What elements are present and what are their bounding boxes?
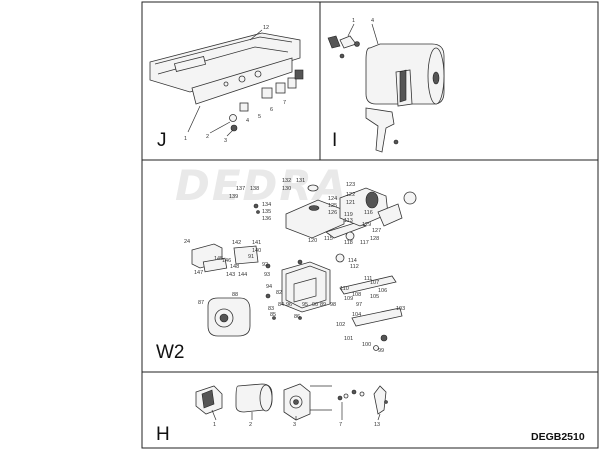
label-w2-139: 139 [229, 194, 238, 200]
label-w2-86: 86 [294, 314, 300, 320]
label-j-1: 1 [184, 136, 187, 142]
section-label-w2: W2 [156, 342, 185, 363]
label-j-3: 3 [224, 138, 227, 144]
label-w2-145: 145 [214, 256, 223, 262]
label-w2-96: 96 [286, 302, 292, 308]
label-h-7: 7 [339, 422, 342, 428]
label-w2-125: 125 [328, 203, 337, 209]
label-j-6: 6 [270, 107, 273, 113]
section-label-j: J [157, 130, 167, 151]
label-w2-88: 88 [232, 292, 238, 298]
label-w2-121: 121 [346, 200, 355, 206]
label-w2-110: 110 [340, 286, 349, 292]
label-w2-120: 120 [308, 238, 317, 244]
label-w2-105: 105 [370, 294, 379, 300]
label-w2-93: 93 [264, 272, 270, 278]
label-w2-140: 140 [252, 248, 261, 254]
label-w2-114: 114 [348, 258, 357, 264]
label-w2-142: 142 [232, 240, 241, 246]
label-w2-119: 119 [344, 212, 353, 218]
label-w2-85: 85 [270, 312, 276, 318]
fuel-tank [285, 199, 345, 239]
label-j-7: 7 [283, 100, 286, 106]
label-w2-128: 128 [370, 236, 379, 242]
label-h-3: 3 [293, 422, 296, 428]
model-number: DEGB2510 [531, 431, 585, 443]
label-w2-127: 127 [372, 228, 381, 234]
label-w2-84: 84 [278, 302, 284, 308]
label-w2-123: 123 [346, 182, 355, 188]
label-w2-131: 131 [296, 178, 305, 184]
outer-frame [141, 1, 599, 449]
panel-housing [149, 32, 301, 93]
label-w2-89: 89 [320, 302, 326, 308]
label-w2-146: 146 [222, 258, 231, 264]
label-w2-94: 94 [266, 284, 272, 290]
label-w2-91: 91 [248, 254, 254, 260]
section-j-parts [149, 29, 304, 137]
label-w2-116: 116 [364, 210, 373, 216]
label-w2-118: 118 [344, 240, 353, 246]
label-w2-148: 148 [230, 264, 239, 270]
section-i-parts [327, 23, 445, 153]
label-w2-126: 126 [328, 210, 337, 216]
label-w2-103: 103 [396, 306, 405, 312]
label-w2-132: 132 [282, 178, 291, 184]
label-j-4: 4 [246, 118, 249, 124]
label-w2-24: 24 [184, 239, 190, 245]
label-w2-101: 101 [344, 336, 353, 342]
label-w2-130: 130 [282, 186, 291, 192]
label-w2-92: 92 [262, 262, 268, 268]
label-w2-134: 134 [262, 202, 271, 208]
label-w2-87: 87 [198, 300, 204, 306]
label-w2-98: 98 [330, 302, 336, 308]
label-w2-106: 106 [378, 288, 387, 294]
label-w2-100: 100 [362, 342, 371, 348]
label-w2-113: 113 [344, 218, 353, 224]
section-w2-parts [191, 184, 417, 351]
label-j-2: 2 [206, 134, 209, 140]
label-w2-122: 122 [346, 192, 355, 198]
label-w2-144: 144 [238, 272, 247, 278]
label-w2-99: 99 [378, 348, 384, 354]
muffler-bracket [365, 107, 395, 153]
label-w2-95: 95 [302, 302, 308, 308]
label-w2-135: 135 [262, 209, 271, 215]
label-w2-83: 83 [268, 306, 274, 312]
label-w2-136: 136 [262, 216, 271, 222]
label-h-13: 13 [374, 422, 380, 428]
label-w2-104: 104 [352, 312, 361, 318]
label-h-2: 2 [249, 422, 252, 428]
label-w2-147: 147 [194, 270, 203, 276]
label-w2-111: 111 [364, 276, 372, 282]
label-w2-115: 115 [324, 236, 333, 242]
label-w2-97: 97 [356, 302, 362, 308]
label-w2-137: 137 [236, 186, 245, 192]
label-w2-112: 112 [350, 264, 359, 270]
label-w2-124: 124 [328, 196, 337, 202]
label-w2-138: 138 [250, 186, 259, 192]
label-w2-141: 141 [252, 240, 261, 246]
section-label-i: I [332, 130, 337, 151]
label-i-4: 4 [371, 18, 374, 24]
label-w2-107: 107 [370, 280, 379, 286]
label-h-1: 1 [213, 422, 216, 428]
label-w2-129: 129 [362, 222, 371, 228]
section-label-h: H [156, 424, 170, 445]
label-w2-108: 108 [352, 292, 361, 298]
label-j-5: 5 [258, 114, 261, 120]
label-w2-82: 82 [276, 290, 282, 296]
label-w2-117: 117 [360, 240, 369, 246]
label-i-1: 1 [352, 18, 355, 24]
label-j-12: 12 [263, 25, 269, 31]
label-w2-143: 143 [226, 272, 235, 278]
section-h-parts [195, 383, 388, 421]
label-w2-109: 109 [344, 296, 353, 302]
label-w2-90: 90 [312, 302, 318, 308]
label-w2-102: 102 [336, 322, 345, 328]
